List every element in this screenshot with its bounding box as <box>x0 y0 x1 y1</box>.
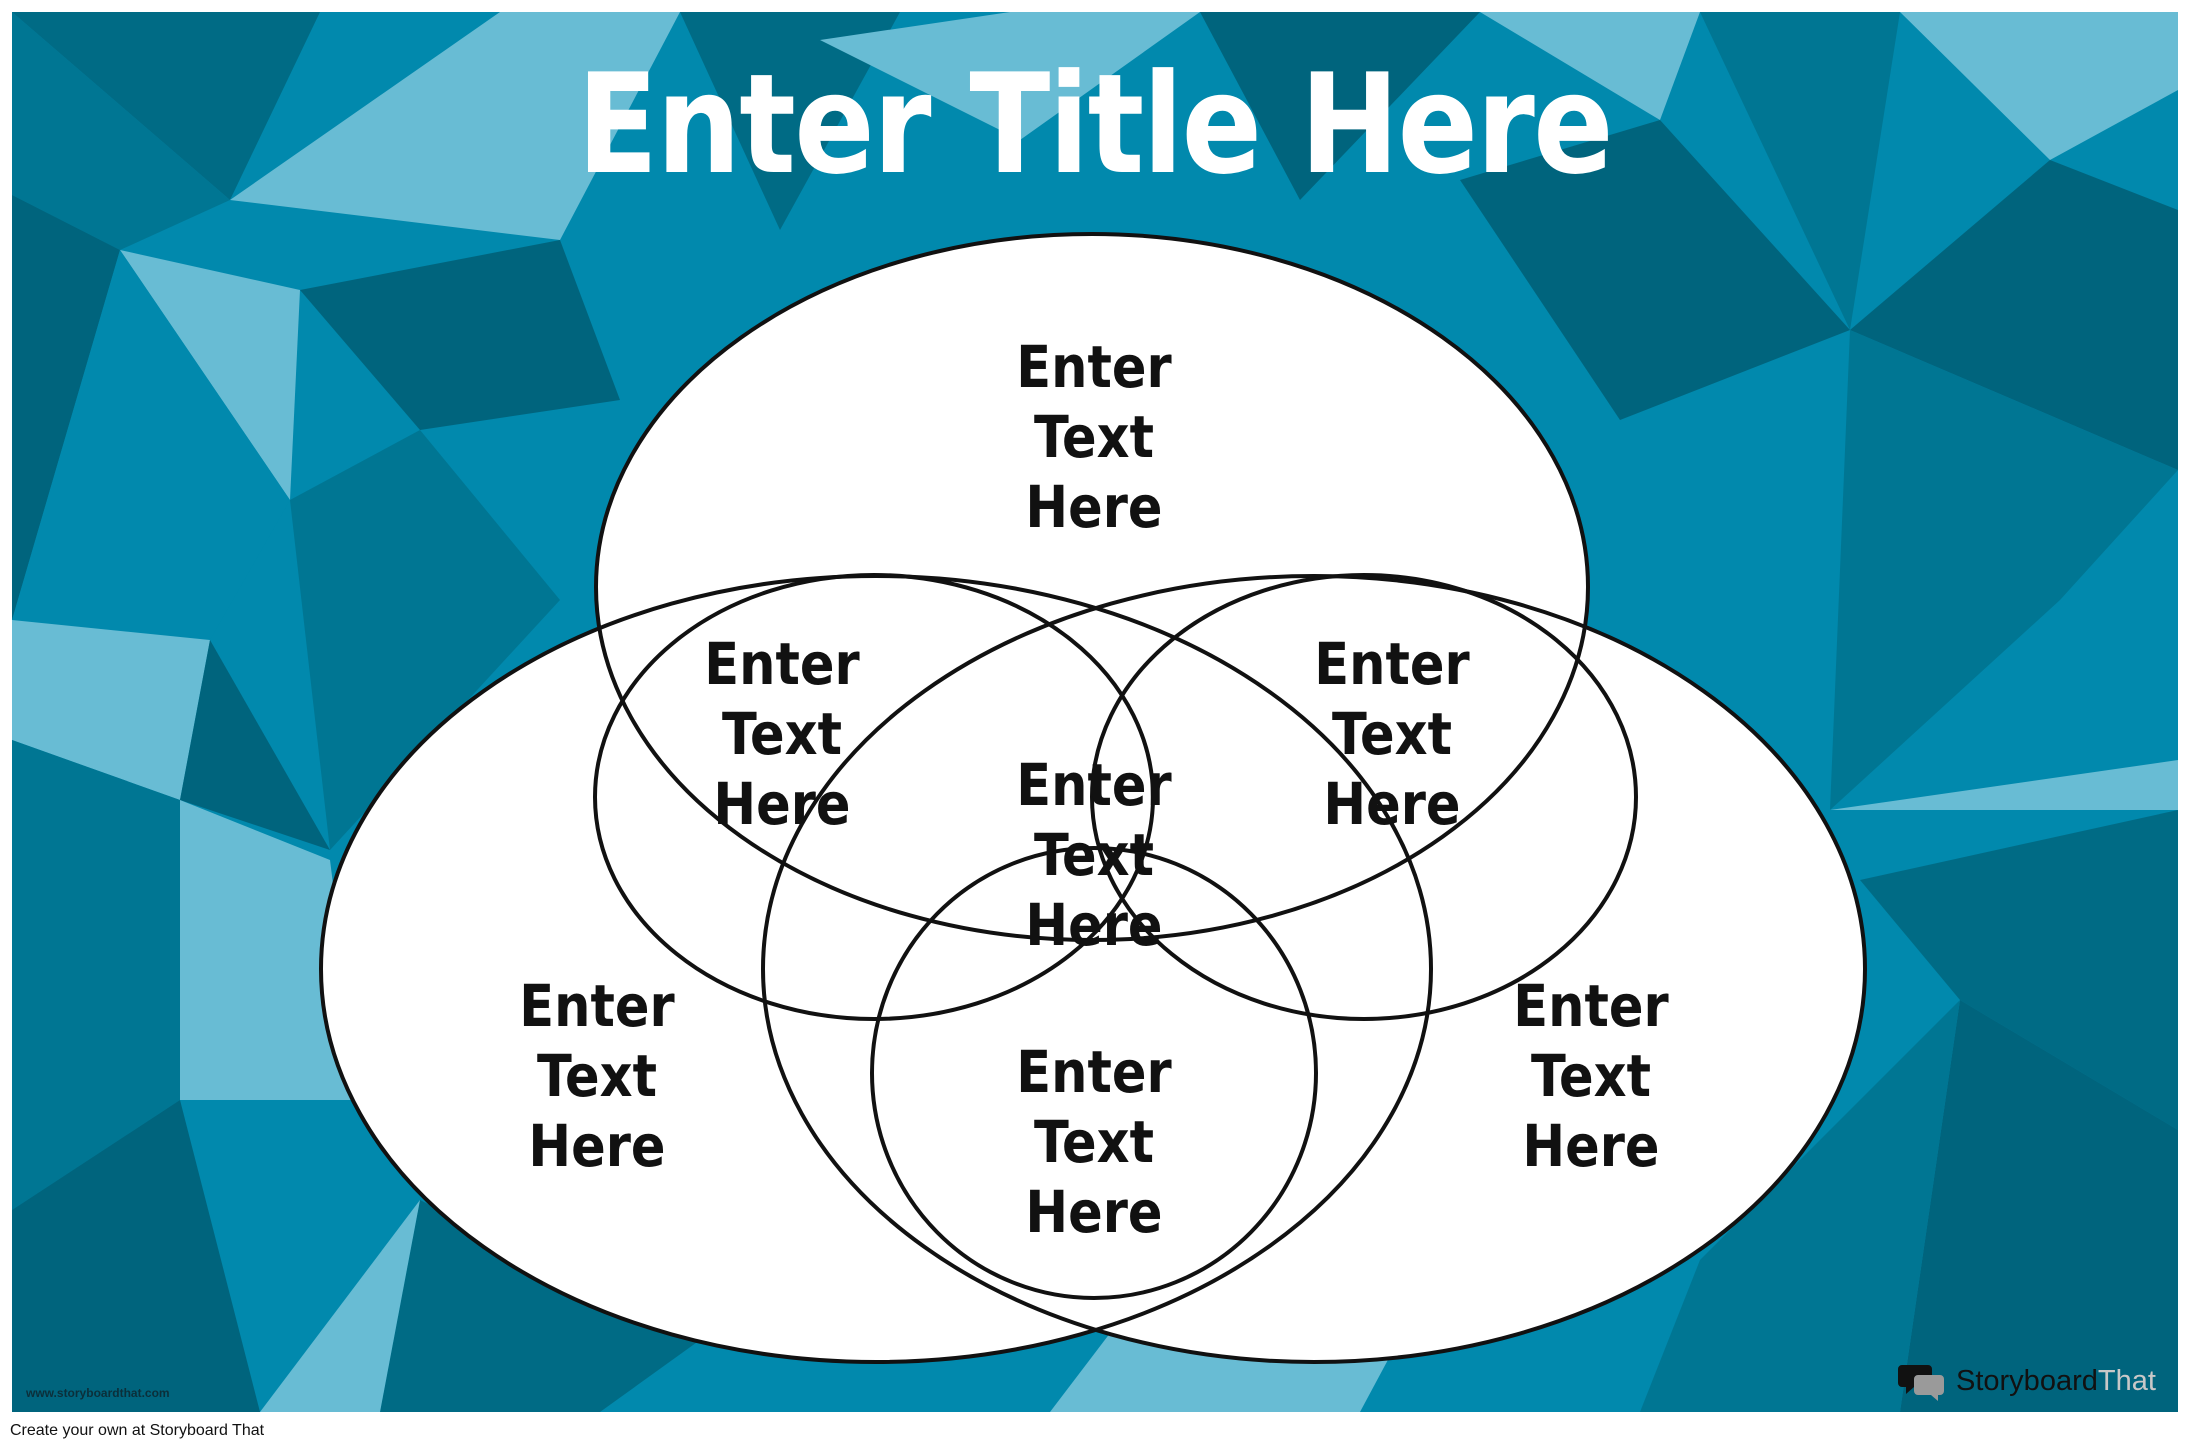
footer-url: www.storyboardthat.com <box>26 1386 170 1400</box>
venn-outline-inner-left <box>593 573 1155 1021</box>
venn-circle-right[interactable] <box>763 576 1865 1362</box>
region-center[interactable]: Enter Text Here <box>1016 751 1172 959</box>
venn-outline-inner-bottom <box>870 846 1318 1300</box>
storyboardthat-logo: StoryboardThat <box>1898 1358 2156 1404</box>
poster-title[interactable]: Enter Title Here <box>577 44 1614 205</box>
region-top-left[interactable]: Enter Text Here <box>704 630 860 838</box>
region-left-only[interactable]: Enter Text Here <box>519 972 675 1180</box>
region-left-right[interactable]: Enter Text Here <box>1016 1038 1172 1246</box>
venn-outline-right <box>761 574 1867 1364</box>
region-right-only[interactable]: Enter Text Here <box>1513 972 1669 1180</box>
brand-name: Storyboard <box>1956 1364 2098 1397</box>
footer-cta[interactable]: Create your own at Storyboard That <box>10 1422 265 1439</box>
speech-bubbles-logo-icon <box>1898 1365 1944 1401</box>
venn-outline-top <box>594 232 1590 942</box>
region-top-right[interactable]: Enter Text Here <box>1314 630 1470 838</box>
venn-outline-inner-right <box>1090 573 1638 1021</box>
brand-suffix: That <box>2097 1364 2156 1397</box>
region-top-only[interactable]: Enter Text Here <box>1016 333 1172 541</box>
